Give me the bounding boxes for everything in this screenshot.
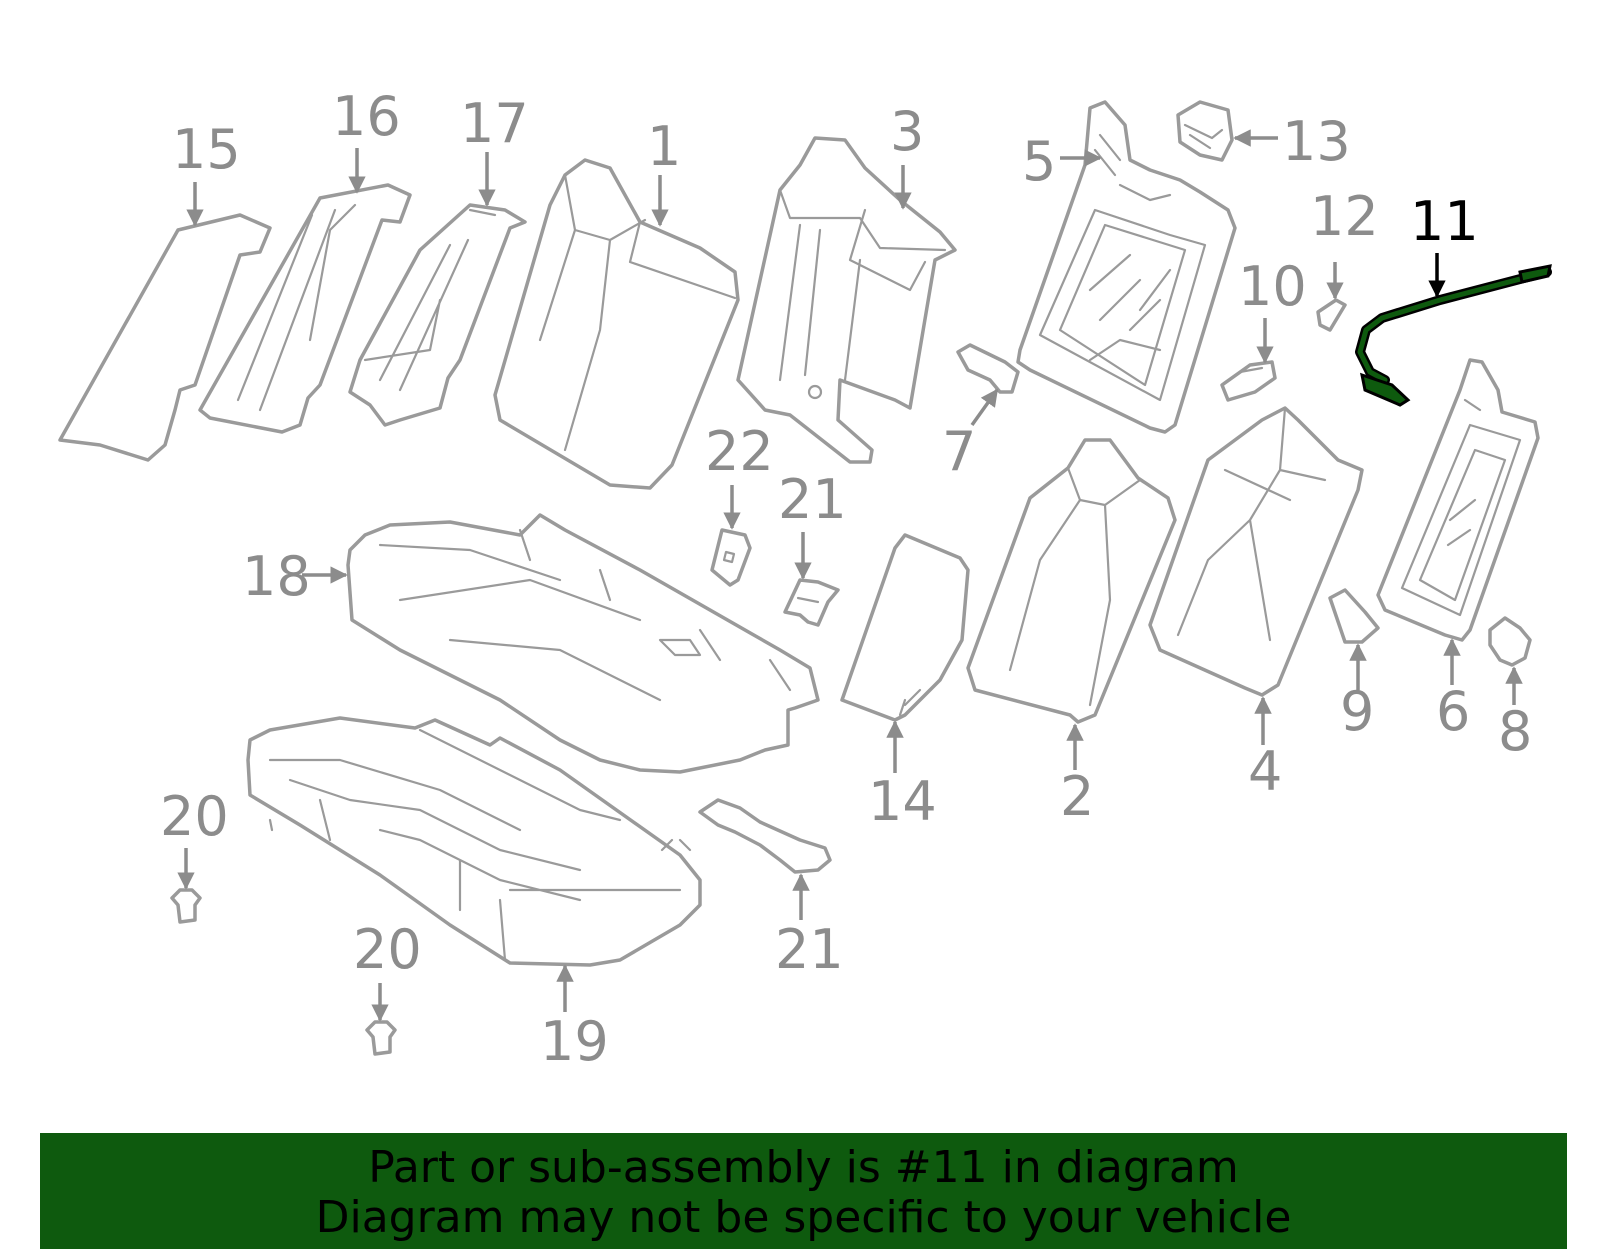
callout-13: 13 [1282,110,1351,173]
callout-2: 2 [1060,765,1094,828]
callout-16: 16 [332,85,401,148]
part-12 [1316,298,1347,332]
part-23 [710,528,752,587]
part-17 [348,203,527,427]
part-22 [783,578,840,627]
part-15 [58,213,272,462]
part-13 [1176,100,1234,162]
callout-23: 22 [705,420,774,483]
part-10 [1220,360,1277,402]
part-4 [1148,406,1364,697]
part-3 [736,136,957,464]
part-1 [493,158,740,490]
part-9 [1328,588,1380,644]
part-18 [346,513,820,774]
part-5 [1016,100,1237,434]
part-8 [1488,616,1532,667]
callout-11: 11 [1410,190,1479,253]
callout-20-bottom: 20 [353,918,422,981]
callout-10: 10 [1238,255,1307,318]
callout-3: 3 [890,100,924,163]
callout-20-left: 20 [160,785,229,848]
part-16 [198,183,412,434]
callout-labels: 15 16 17 1 3 5 13 12 11 10 7 22 21 18 9 … [160,85,1532,1073]
callout-4: 4 [1248,740,1282,803]
callout-19: 19 [540,1010,609,1073]
callout-14: 14 [868,770,937,833]
callout-21: 21 [775,918,844,981]
callout-18: 18 [242,545,311,608]
callout-15: 15 [172,118,241,181]
part-14 [840,533,970,722]
part-2 [966,438,1177,724]
callout-12: 12 [1310,185,1379,248]
callout-5: 5 [1022,130,1056,193]
callout-22: 21 [778,468,847,531]
part-19 [246,716,702,967]
part-21 [698,798,832,874]
banner-line-2: Diagram may not be specific to your vehi… [315,1192,1292,1243]
part-7 [956,343,1020,394]
part-20b [365,1020,397,1056]
part-6 [1376,358,1540,642]
callout-8: 8 [1498,700,1532,763]
callout-7: 7 [942,420,976,483]
callout-17: 17 [460,92,529,155]
part-11-highlighted [1355,264,1552,407]
callout-6: 6 [1436,680,1470,743]
part-20a [170,888,202,924]
callout-9: 9 [1340,680,1374,743]
callout-1: 1 [647,115,681,178]
callout-arrows [177,129,1523,1022]
info-banner: Part or sub-assembly is #11 in diagram D… [40,1133,1567,1249]
banner-line-1: Part or sub-assembly is #11 in diagram [368,1142,1239,1193]
